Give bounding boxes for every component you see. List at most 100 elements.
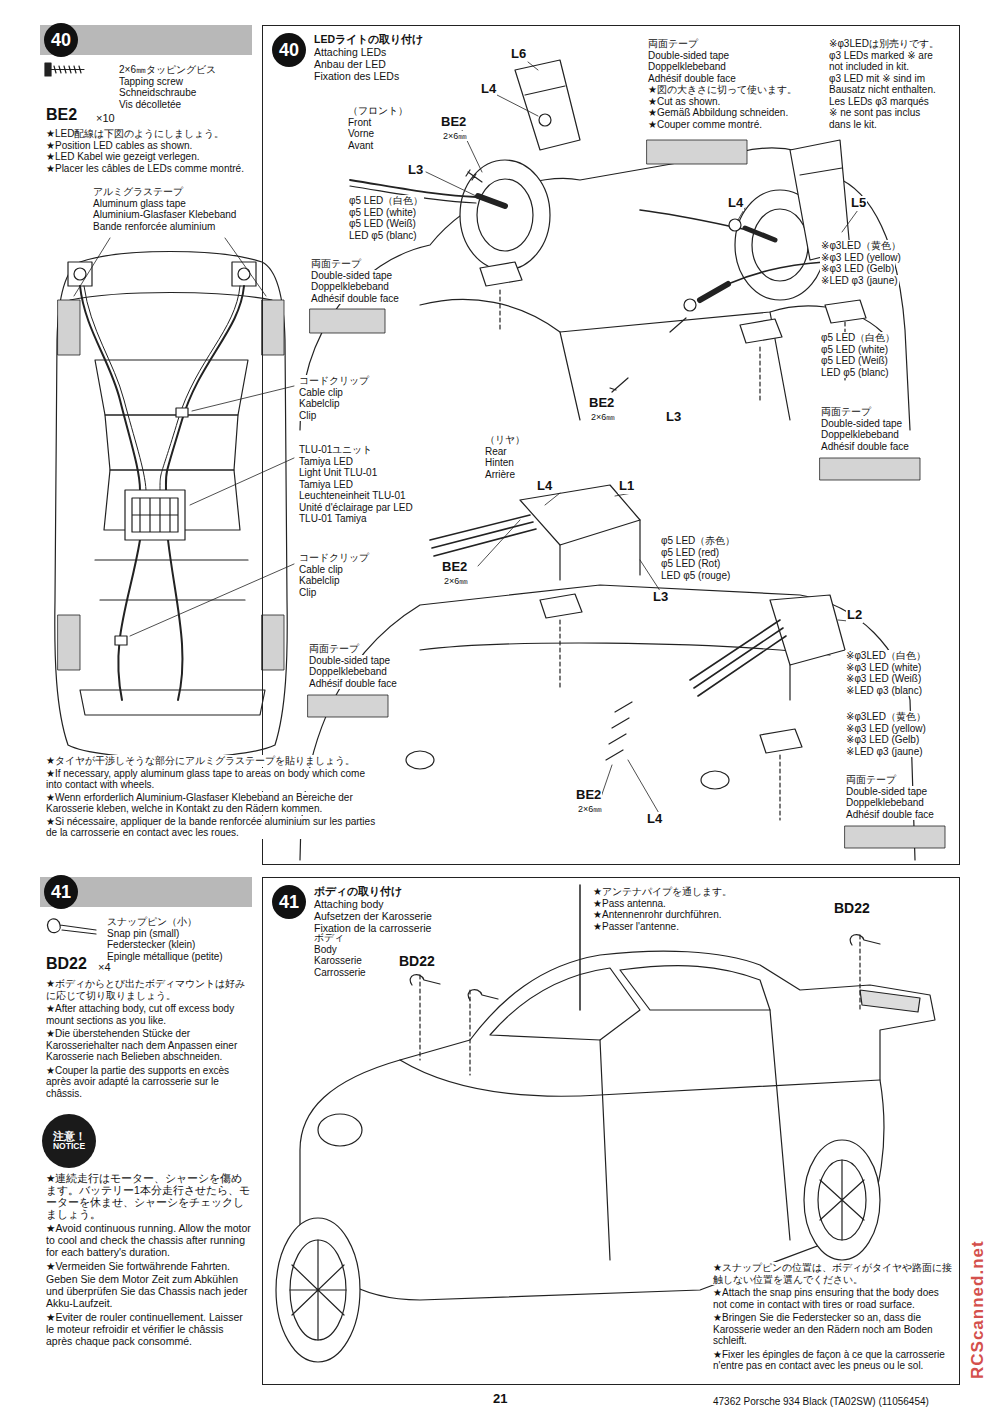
label-text: 2×6㎜ [442,131,468,141]
label-text: ★Antennenrohr durchführen. [592,909,723,921]
note-text: ★ボディからとび出たボディマウントは好みに応じて切り取りましょう。 [45,978,252,1001]
snap-pin-icon [48,919,96,934]
label-text: φ5 LED (white) [820,344,889,356]
label-text: Double-sided tape [820,418,903,430]
label-text: ★アンテナパイプを通します。 [592,886,733,898]
label-text: Front [347,117,372,129]
label-text: TLU-01 Tamiya [298,513,368,525]
label-text: アルミグラステープ [92,186,184,198]
part-code: 21 [492,1392,508,1407]
label-text: φ5 LED (Weiß) [348,218,417,230]
label-text: ※ ne sont pas inclus [828,107,921,119]
label-text: 両面テープ [820,406,872,418]
part-code: L4 [536,479,553,494]
note-text: ★After attaching body, cut off excess bo… [45,1003,252,1026]
label-text: not included in kit. [828,61,910,73]
front-body-section [300,60,910,430]
step-heading: Aufsetzen der Karosserie [314,910,432,922]
label-text: ※φ3 LED (Gelb) [845,734,920,746]
note-text: ★Avoid continuous running. Allow the mot… [45,1222,252,1258]
step-heading: Attaching LEDs [314,46,386,58]
label-text: 2×6㎜ [577,804,603,814]
label-text: φ3 LED mit ※ sind im [828,73,926,85]
label-text: Adhésif double face [845,809,935,821]
note-text: ★Vermeiden Sie fortwährende Fahrten. Geb… [45,1260,252,1308]
rear-body-section [300,485,915,860]
label-text: Aluminium-Glasfaser Klebeband [92,209,237,221]
part-code: BE2 [440,115,467,130]
label-text: Kabelclip [298,398,341,410]
note-text: ★Si nécessaire, appliquer de la bande re… [45,816,382,839]
label-text: ★LED Kabel wie gezeigt verlegen. [45,151,201,163]
label-text: φ5 LED (Rot) [660,558,721,570]
step-header-bar: 40 [40,25,252,55]
label-text: ★Pass antenna. [592,898,667,910]
label-text: dans le kit. [828,119,878,131]
label-text: Aluminum glass tape [92,198,187,210]
step-heading: Fixation des LEDs [314,70,399,82]
part-code: L3 [407,163,424,178]
label-text: Leuchteneinheit TLU-01 [298,490,407,502]
label-text: Body [313,944,338,956]
label-text: φ5 LED（赤色） [660,535,736,547]
step-number: 41 [272,885,306,919]
label-text: LED φ5 (blanc) [348,230,418,242]
label-text: Cable clip [298,387,344,399]
step-heading: Anbau der LED [314,58,386,70]
watermark: RCScanned.net [968,1239,988,1380]
label-text: φ5 LED（白色） [348,195,424,207]
part-code: L4 [480,82,497,97]
label-text: Unité d'éclairage par LED [298,502,414,514]
part-code: L4 [646,812,663,827]
label-text: Doppelklebeband [845,797,925,809]
label-text: （フロント） [347,105,409,117]
label-text: Bande renforcée aluminium [92,221,216,233]
label-text: ★LED配線は下図のようにしましょう。 [45,128,225,140]
label-text: 両面テープ [647,38,699,50]
step-heading: ボディの取り付け [314,885,402,897]
label-text: Adhésif double face [310,293,400,305]
label-text: Karosserie [313,955,363,967]
label-text: Arrière [484,469,516,481]
label-text: Doppelklebeband [820,429,900,441]
label-text: Adhésif double face [820,441,910,453]
label-text: 両面テープ [845,774,897,786]
label-text: ★図の大きさに切って使います。 [647,84,798,96]
label-text: ★Position LED cables as shown. [45,140,193,152]
note-text: ★Attach the snap pins ensuring that the … [712,1287,956,1310]
label-text: 47362 Porsche 934 Black (TA02SW) (110564… [712,1396,930,1408]
label-text: Double-sided tape [647,50,730,62]
label-text: ※φ3 LED (Weiß) [845,673,922,685]
note-text: ★スナップピンの位置は、ボディがタイヤや路面に接触しない位置を選んでください。 [712,1262,956,1285]
notice-badge: 注意！NOTICE [42,1114,96,1168]
note-text: ★Couper la partie des supports en excès … [45,1065,252,1100]
notice-text: 注意！ [53,1130,86,1142]
note-text: ★Eviter de rouler continuellement. Laiss… [45,1311,252,1347]
label-text: φ3 LEDs marked ※ are [828,50,934,62]
label-text: ※φ3LED（黄色） [845,711,927,723]
label-text: Double-sided tape [308,655,391,667]
label-text: ※φ3LED（黄色） [820,240,902,252]
label-text: ※LED φ3 (blanc) [845,685,923,697]
step-heading: Attaching body [314,898,383,910]
label-text: Doppelklebeband [310,281,390,293]
part-code: BD22 [833,900,871,916]
note-text: ★連続走行はモーター、シャーシを傷めます。バッテリー1本分走行させたら、モーター… [45,1172,252,1220]
label-text: Cable clip [298,564,344,576]
label-text: ボディ [313,932,345,944]
note-text: ★Wenn erforderlich Aluminium-Glasfaser K… [45,792,382,815]
label-text: Epingle métallique (petite) [106,951,224,963]
label-text: Federstecker (klein) [106,939,196,951]
part-code: BD22 [45,955,88,973]
label-text: Kabelclip [298,575,341,587]
label-text: Double-sided tape [310,270,393,282]
label-text: Clip [298,587,317,599]
part-code: L1 [618,479,635,494]
label-text: ★Passer l'antenne. [592,921,680,933]
label-text: 2×6㎜タッピングビス [118,64,217,76]
label-text: Rear [484,446,508,458]
label-text: LED φ5 (rouge) [660,570,731,582]
label-text: ★Couper comme montré. [647,119,763,131]
label-text: φ5 LED (red) [660,547,720,559]
